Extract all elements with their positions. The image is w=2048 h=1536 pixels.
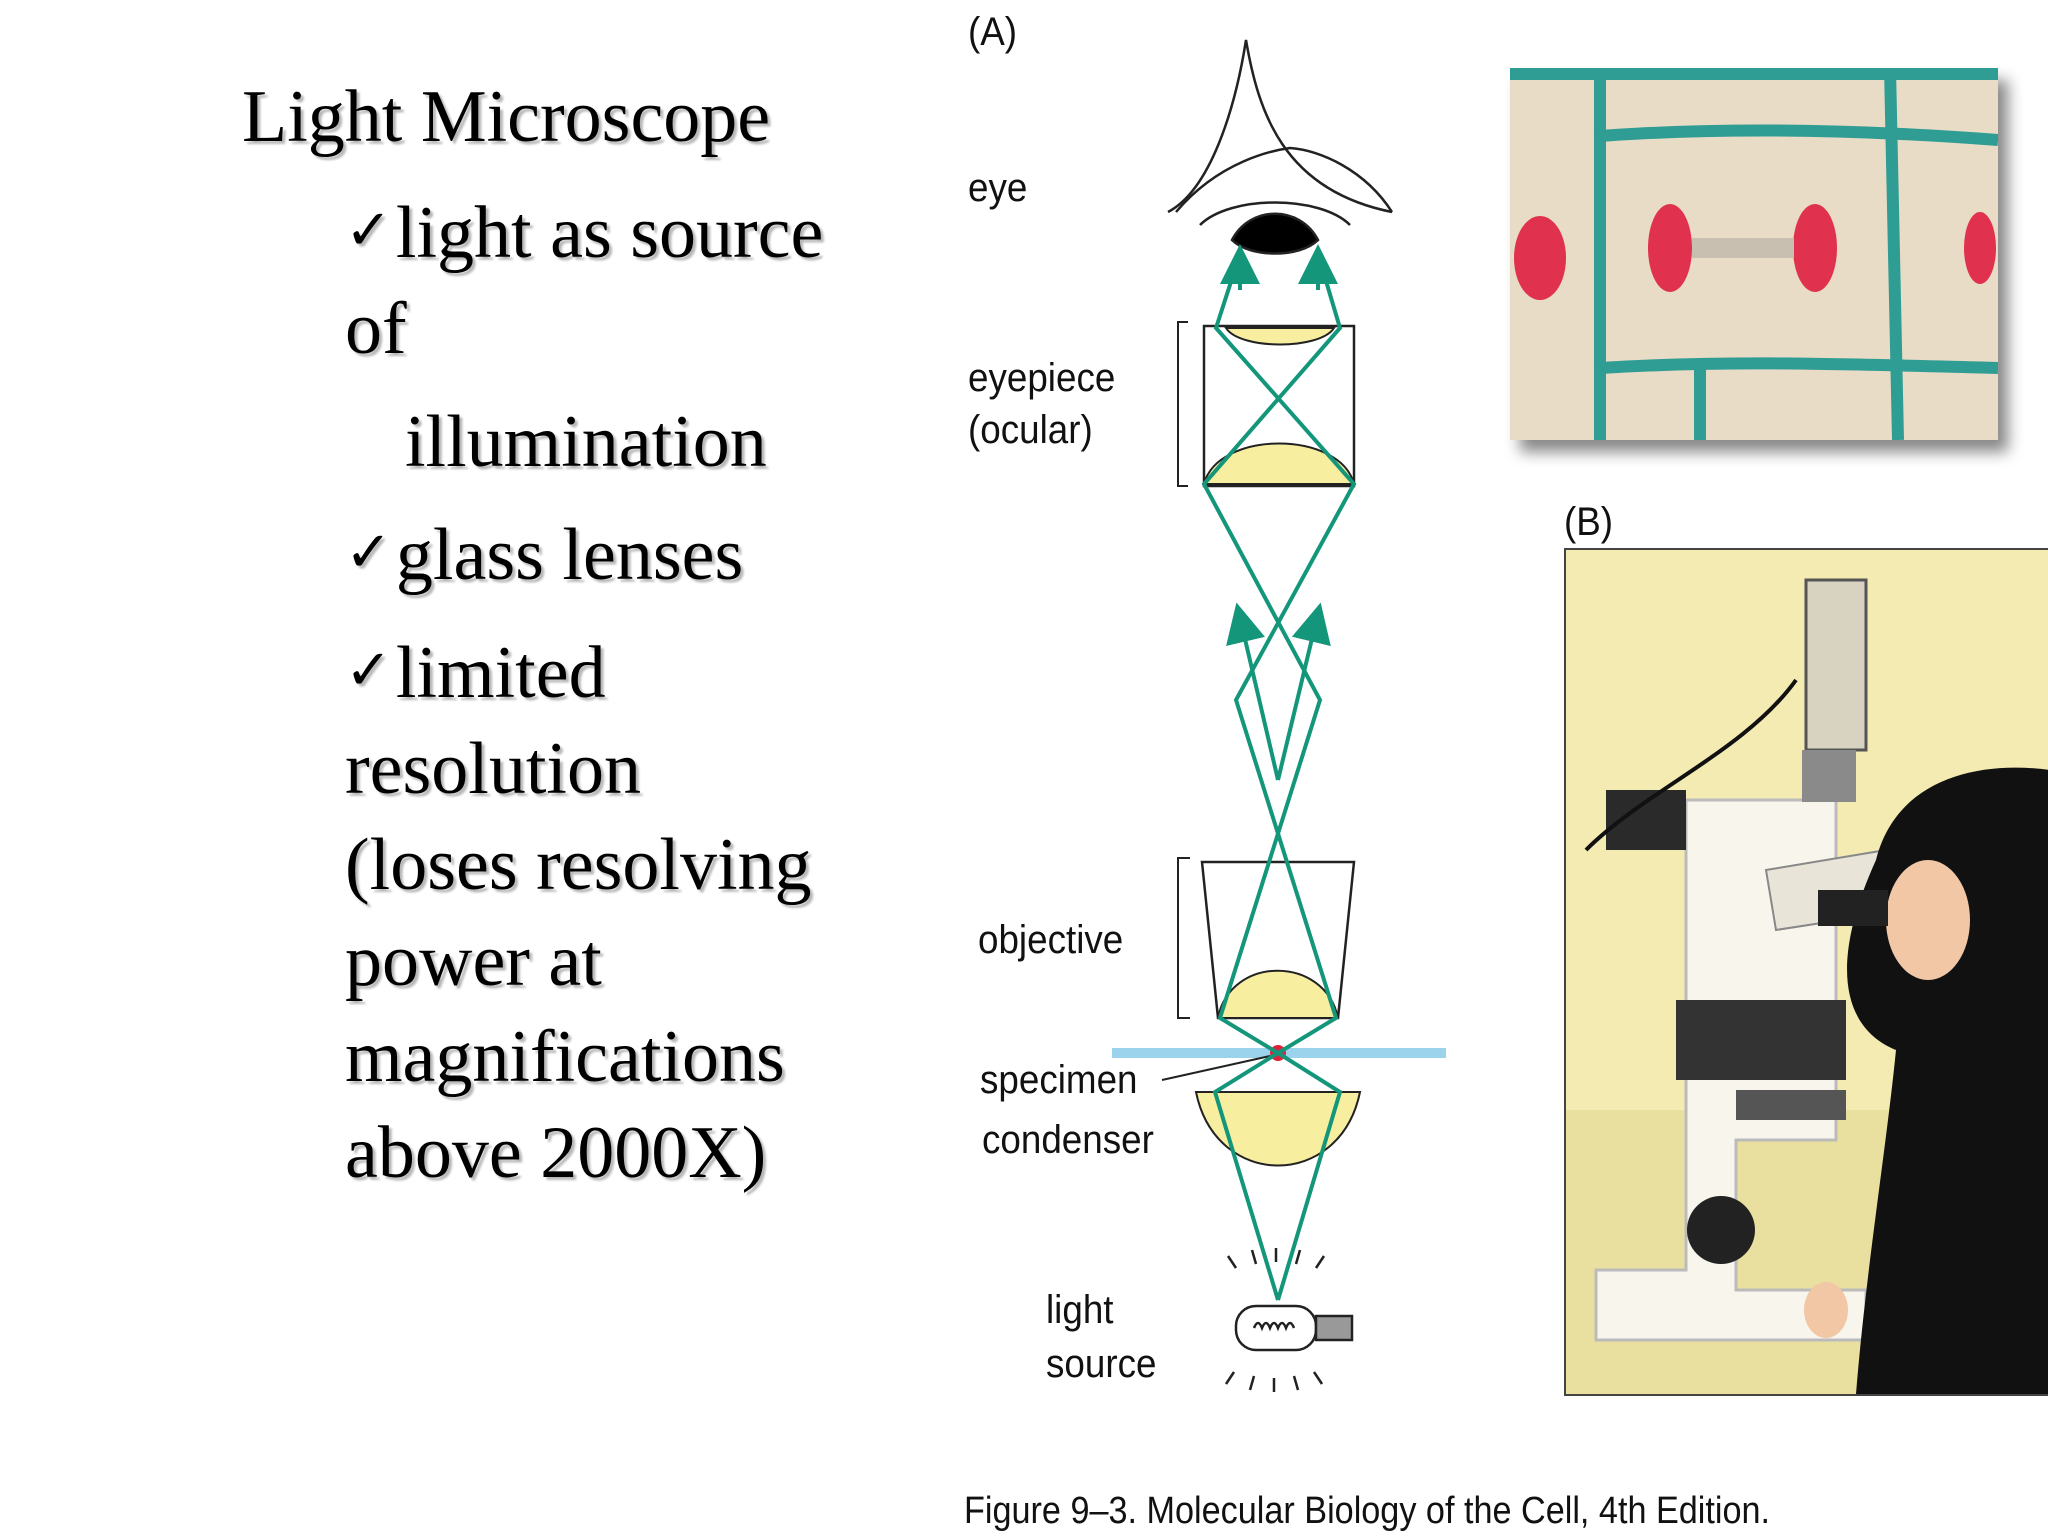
label-source: source xyxy=(1046,1342,1157,1386)
figure-caption: Figure 9–3. Molecular Biology of the Cel… xyxy=(964,1490,1771,1532)
bullet-3-line-1: ✓limited xyxy=(345,632,606,714)
label-condenser: condenser xyxy=(982,1118,1154,1162)
label-eyepiece: eyepiece xyxy=(968,356,1116,400)
checkmark-icon: ✓ xyxy=(345,638,392,703)
bullet-3-line-3: (loses resolving xyxy=(345,824,812,906)
condenser-lens xyxy=(1194,1091,1362,1167)
label-light: light xyxy=(1046,1288,1114,1332)
checkmark-icon: ✓ xyxy=(345,198,392,263)
bullet-3-line-5: magnifications xyxy=(345,1016,785,1098)
bullet-2: ✓glass lenses xyxy=(345,514,744,596)
panel-b-label: (B) xyxy=(1564,500,1614,544)
bullet-1-line-3: illumination xyxy=(405,401,767,483)
eye-icon xyxy=(1167,39,1394,255)
cell-micrograph xyxy=(1510,68,1998,440)
bullet-3-line-6: above 2000X) xyxy=(345,1112,767,1194)
checkmark-icon: ✓ xyxy=(345,520,392,585)
light-rays xyxy=(1201,244,1357,1301)
microscope-photo xyxy=(1564,548,2048,1396)
slide-title: Light Microscope xyxy=(242,76,771,158)
bullet-1-line-1: ✓light as source xyxy=(345,192,824,274)
label-specimen: specimen xyxy=(980,1058,1138,1102)
bullet-3-line-2: resolution xyxy=(345,728,641,810)
light-bulb-icon xyxy=(1224,1248,1354,1392)
bullet-1-line-2: of xyxy=(345,288,407,370)
label-objective: objective xyxy=(978,918,1124,962)
label-eye: eye xyxy=(968,166,1028,210)
bullet-3-line-4: power at xyxy=(345,920,602,1002)
label-ocular: (ocular) xyxy=(968,408,1093,452)
panel-a-label: (A) xyxy=(968,10,1018,54)
eyepiece xyxy=(1177,321,1356,488)
